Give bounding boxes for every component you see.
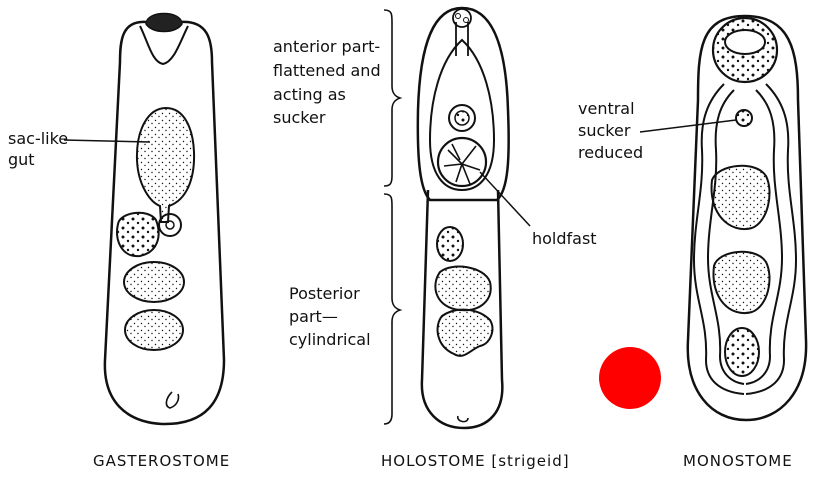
caption-gasterostome: GASTEROSTOME (93, 452, 230, 470)
anterior-bracket (384, 10, 400, 186)
label-posterior-2: part— (289, 306, 338, 327)
label-anterior-4: sucker (273, 107, 325, 128)
gasterostome-gut-leader (64, 140, 150, 142)
holostome-figure (384, 8, 530, 428)
holostome-pore (458, 416, 468, 422)
holostome-ventral-sucker-core (455, 111, 469, 125)
holdfast-striations (444, 144, 480, 184)
sac-like-gut (137, 108, 194, 222)
caption-monostome: MONOSTOME (683, 452, 793, 470)
label-ventral-3: reduced (578, 142, 643, 163)
gasterostome-pore (166, 392, 178, 408)
monostome-testis-anterior (712, 166, 770, 229)
label-ventral-1: ventral (578, 98, 635, 119)
label-posterior-3: cylindrical (289, 329, 371, 350)
gasterostome-pharynx (159, 214, 181, 236)
ventral-sucker-leader (640, 120, 736, 132)
gasterostome-ovary-lower (125, 310, 183, 350)
label-gut: gut (8, 149, 35, 170)
label-anterior-3: acting as (273, 84, 346, 105)
holdfast-organ (438, 138, 486, 186)
red-marker (599, 347, 661, 409)
posterior-bracket (384, 194, 400, 424)
holostome-testis-small (437, 227, 463, 261)
monostome-ovary (725, 328, 759, 376)
caption-holostome: HOLOSTOME [strigeid] (381, 452, 570, 470)
holostome-forebody-outline (418, 8, 509, 200)
holostome-testis-anterior (435, 267, 490, 311)
label-ventral-2: sucker (578, 120, 630, 141)
gasterostome-pharynx-center (166, 221, 174, 229)
monostome-testis-posterior (713, 252, 769, 313)
holostome-oral-sucker (453, 9, 471, 27)
label-holdfast: holdfast (532, 228, 597, 249)
gasterostome-mouth (146, 14, 182, 32)
monostome-figure (640, 16, 806, 420)
monostome-ventral-sucker (736, 110, 752, 126)
gasterostome-ovary-upper (124, 262, 184, 302)
holostome-oral-sucker-dot-b (464, 18, 469, 23)
gasterostome-testis (117, 213, 159, 256)
holostome-oral-sucker-dot-a (456, 14, 461, 19)
label-posterior-1: Posterior (289, 283, 360, 304)
label-anterior-2: flattened and (273, 60, 381, 81)
label-sac-like: sac-like (8, 128, 68, 149)
monostome-mouth (725, 30, 765, 54)
gasterostome-figure (64, 14, 224, 425)
holostome-testis-posterior (438, 310, 493, 356)
label-anterior-1: anterior part- (273, 36, 380, 57)
